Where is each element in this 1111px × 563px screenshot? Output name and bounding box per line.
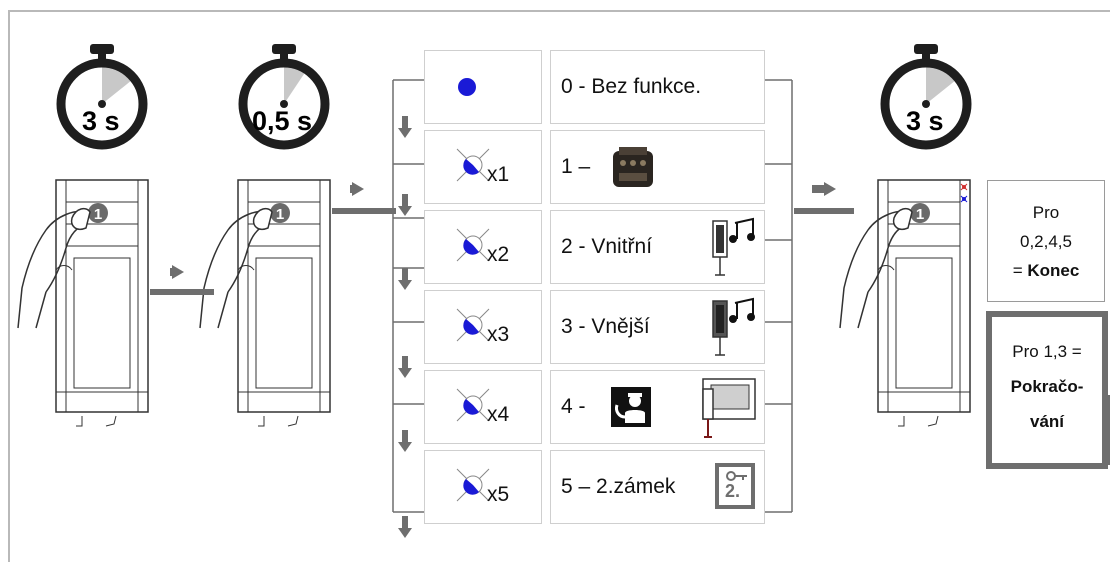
stopwatch-icon: [238, 44, 330, 150]
option-label: 3 - Vnější: [561, 315, 650, 338]
led-multiplier: x1: [487, 163, 510, 186]
led-cell-5: x5: [424, 450, 542, 524]
led-cell-3: x3: [424, 290, 542, 364]
led-multiplier: x2: [487, 243, 510, 266]
video-indoor-station-icon: [702, 378, 756, 438]
option-cell-2: 2 - Vnitřní: [550, 210, 765, 284]
door-station-hand-illustration: 1: [17, 179, 149, 427]
door-station-hand-illustration: 1: [199, 179, 331, 427]
end-info-box: Pro 0,2,4,5 = Konec: [987, 180, 1105, 302]
option-cell-4: 4 -: [550, 370, 765, 444]
continue-info-box: Pro 1,3 = Pokračo- vání: [986, 311, 1108, 469]
led-multiplier: x3: [487, 323, 510, 346]
continue-line-1: Pro 1,3 =: [1012, 342, 1082, 361]
led-cell-0: [424, 50, 542, 124]
door-station-1: 1: [16, 178, 156, 428]
option-label: 5 – 2.zámek: [561, 475, 676, 498]
second-lock-label: 2.: [725, 481, 741, 501]
end-line-3: = Konec: [988, 256, 1104, 285]
continue-line-3: vání: [1029, 412, 1065, 431]
guard-unit-icon: [611, 387, 651, 427]
option-cell-3: 3 - Vnější: [550, 290, 765, 364]
timer-3: 3 s: [876, 42, 976, 152]
led-blink-icon: [456, 468, 490, 502]
svg-text:1: 1: [916, 206, 924, 223]
svg-text:1: 1: [276, 206, 284, 223]
option-label: 4 -: [561, 395, 586, 418]
door-station-2: 1: [198, 178, 338, 428]
option-label: 2 - Vnitřní: [561, 235, 653, 258]
door-station-hand-illustration: 1: [839, 179, 971, 427]
continue-line-2: Pokračo-: [1010, 377, 1084, 396]
led-blink-icon: [456, 308, 490, 342]
stopwatch-icon: [56, 44, 148, 150]
relay-module-icon: [613, 147, 653, 187]
handset-melody-icon: [712, 217, 755, 276]
timer-1: 3 s: [52, 42, 152, 152]
option-label: 1 –: [561, 155, 591, 178]
led-on-icon: [458, 78, 476, 96]
option-cell-1: 1 –: [550, 130, 765, 204]
handset-melody-dark-icon: [712, 297, 755, 356]
timer-label: 3 s: [906, 106, 944, 136]
option-cell-5: 5 – 2.zámek 2.: [550, 450, 765, 524]
option-label: 0 - Bez funkce.: [561, 75, 702, 98]
led-blink-icon: [456, 148, 490, 182]
key-icon: [726, 471, 747, 481]
led-cell-4: x4: [424, 370, 542, 444]
end-line-2: 0,2,4,5: [1020, 232, 1072, 251]
svg-text:1: 1: [94, 206, 102, 223]
end-line-3-prefix: =: [1012, 261, 1028, 280]
continue-connector: [1105, 395, 1110, 465]
timer-2: 0,5 s: [234, 42, 334, 152]
stopwatch-icon: [880, 44, 972, 150]
led-multiplier: x4: [487, 403, 510, 426]
led-blink-icon: [456, 388, 490, 422]
timer-label: 3 s: [82, 106, 120, 136]
end-line-3-bold: Konec: [1027, 261, 1080, 280]
led-cell-1: x1: [424, 130, 542, 204]
led-blink-icon: [456, 228, 490, 262]
option-cell-0: 0 - Bez funkce.: [550, 50, 765, 124]
door-station-3: 1: [838, 178, 978, 428]
diagram-frame: [8, 10, 1110, 562]
led-multiplier: x5: [487, 483, 510, 506]
led-cell-2: x2: [424, 210, 542, 284]
second-lock-icon: 2.: [715, 463, 755, 509]
end-line-1: Pro: [1032, 203, 1060, 222]
timer-label: 0,5 s: [252, 106, 313, 136]
